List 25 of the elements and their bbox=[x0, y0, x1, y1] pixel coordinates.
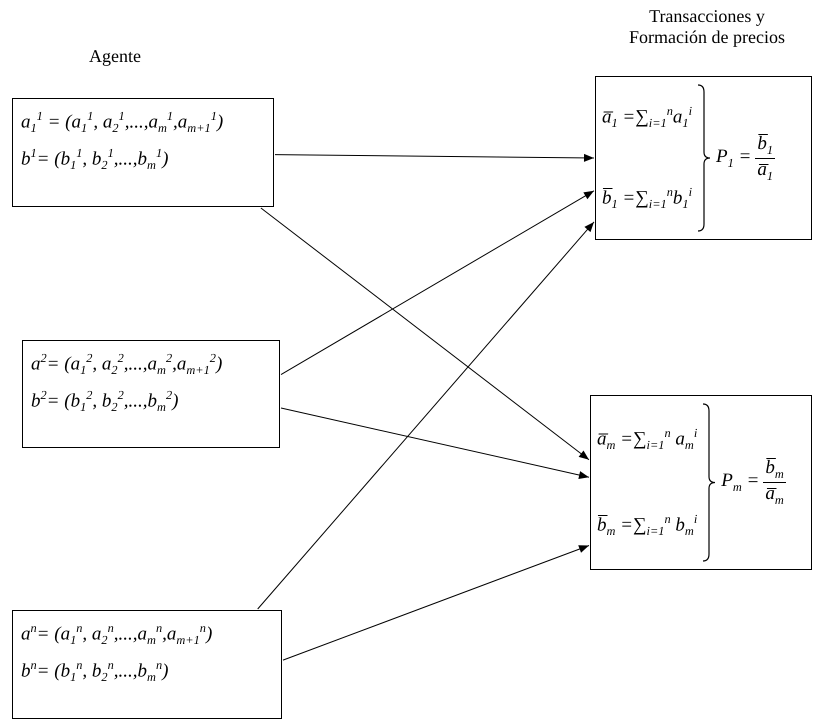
formula: a̅$_{m}$ bbox=[765, 483, 784, 508]
formula: b̅$_{1}$ bbox=[755, 132, 776, 158]
formula: a$^{2}$= (a$_{1}$$^{2}$, a$_{2}$$^{2}$,...,a$_{m}$$^{2}$,a$_{m+1}$$^{2}$) bbox=[31, 351, 224, 378]
arrow bbox=[257, 221, 594, 610]
formula: b$^{n}$= (b$_{1}$$^{n}$, b$_{2}$$^{n}$,...,b$_{m}$$^{n}$) bbox=[21, 658, 170, 685]
formula-box bbox=[590, 395, 812, 570]
arrow bbox=[280, 190, 594, 376]
formula: P$_{1}$ = bbox=[716, 146, 752, 170]
arrow bbox=[274, 154, 594, 162]
formula: a$^{n}$= (a$_{1}$$^{n}$, a$_{2}$$^{n}$,...,a$_{m}$$^{n}$,a$_{m+1}$$^{n}$) bbox=[21, 621, 214, 648]
arrow bbox=[280, 408, 590, 479]
heading: Agente bbox=[88, 46, 142, 67]
formula: b$^{2}$= (b$_{1}$$^{2}$, b$_{2}$$^{2}$,...,b$_{m}$$^{2}$) bbox=[31, 388, 180, 415]
formula-box bbox=[12, 610, 282, 719]
formula-box bbox=[12, 98, 274, 207]
formula: a̅$_{1}$ bbox=[757, 158, 774, 184]
formula: a$_{1}$$^{1}$ = (a$_{1}$$^{1}$, a$_{2}$$^{1}$,...,a$_{m}$$^{1}$,a$_{m+1}$$^{1}$) bbox=[21, 109, 224, 136]
arrow bbox=[260, 208, 590, 460]
formula-box bbox=[595, 76, 812, 240]
heading: Transacciones y Formación de precios bbox=[628, 6, 786, 48]
formula: b$^{1}$= (b$_{1}$$^{1}$, b$_{2}$$^{1}$,...,b$_{m}$$^{1}$) bbox=[21, 146, 170, 173]
formula-box bbox=[22, 340, 280, 448]
formula: P$_{m}$ = bbox=[721, 470, 760, 495]
arrow bbox=[282, 545, 590, 661]
formula: b̅$_{m}$ bbox=[763, 457, 786, 483]
